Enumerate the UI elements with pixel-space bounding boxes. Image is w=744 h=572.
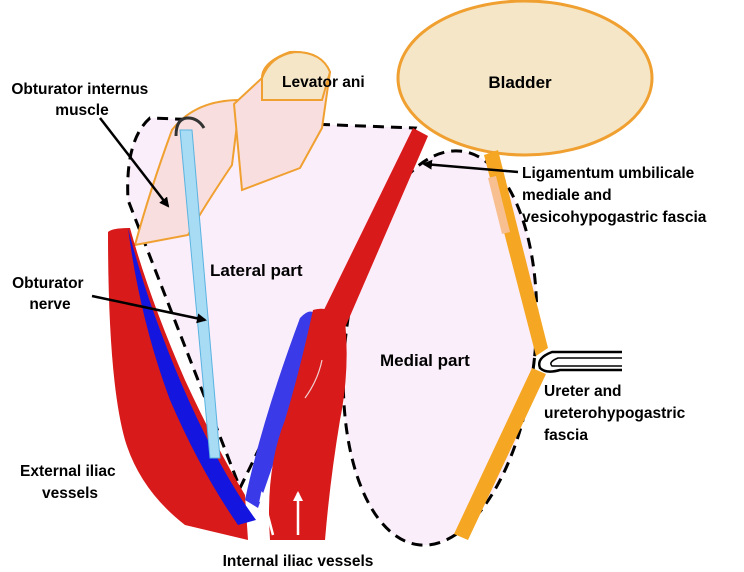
ureter-label: Ureter and ureterohypogastric fascia — [544, 383, 690, 444]
ureterohypogastric-fascia — [454, 368, 546, 540]
lateral-part-label: Lateral part — [210, 261, 303, 280]
internal-iliac-vein — [245, 311, 318, 508]
obturator-nerve — [179, 129, 221, 459]
obturator-nerve-label: Obturator nerve — [12, 275, 88, 313]
obturator-nerve-arrow — [91, 294, 207, 324]
internal-iliac-arrow-left — [259, 491, 275, 536]
external-iliac-label: External iliac vessels — [20, 463, 120, 502]
levator-ani-label: Levator ani — [282, 74, 365, 91]
ligamentum-label: Ligamentum umbilicale mediale and vesico… — [522, 165, 707, 226]
levator-ani-upper — [261, 50, 332, 101]
bladder-shape — [396, 0, 654, 157]
internal-iliac-highlight — [304, 359, 323, 399]
ligamentum-arrow — [422, 159, 519, 174]
vesicohypogastric-fascia-light — [488, 176, 510, 234]
medial-part-label: Medial part — [380, 351, 470, 370]
ureter-shape — [538, 350, 622, 373]
internal-iliac-artery — [269, 308, 347, 540]
obturator-internus-label: Obturator internus muscle — [11, 81, 152, 119]
internal-iliac-label: Internal iliac vessels — [223, 553, 374, 570]
bladder-label: Bladder — [488, 73, 552, 92]
obturator-internus-arrow — [99, 117, 170, 208]
obturator-nerve-hook — [174, 116, 206, 137]
ligamentum-umbilicale-band — [320, 128, 428, 330]
